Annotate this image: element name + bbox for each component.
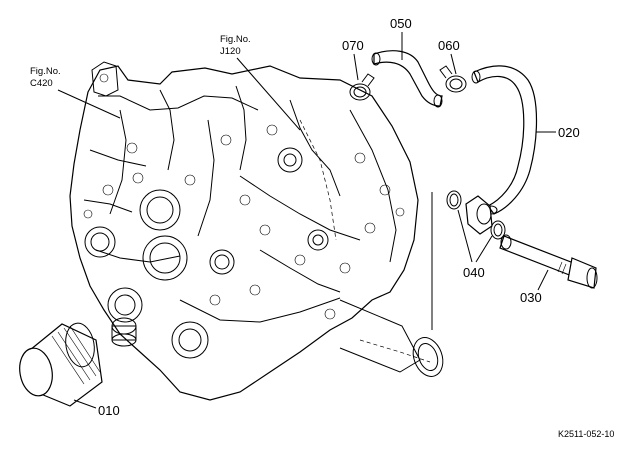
part-label-050: 050 <box>390 16 412 31</box>
part-label-070: 070 <box>342 38 364 53</box>
fig-j120-label-line2: J120 <box>220 46 241 57</box>
oil-filter-010 <box>19 322 103 407</box>
fig-c420-label-line2: C420 <box>30 78 53 89</box>
fig-c420-label-line1: Fig.No. <box>30 66 61 77</box>
filter-adapter <box>111 317 137 347</box>
sleeve-and-o-rings-040 <box>446 190 506 240</box>
part-label-020: 020 <box>558 125 580 140</box>
oil-pipe-020 <box>471 65 538 215</box>
hose-clamp-070 <box>349 73 375 101</box>
fig-j120-label-line1: Fig.No. <box>220 34 251 45</box>
labels: Fig.No. C420 Fig.No. J120 050 070 060 02… <box>30 16 614 439</box>
drawing-code: K2511-052-10 <box>558 429 614 439</box>
part-label-060: 060 <box>438 38 460 53</box>
hose-clamp-060 <box>439 65 467 93</box>
transmission-housing <box>69 61 444 401</box>
hose-050 <box>371 50 443 108</box>
leader-lines <box>57 32 556 409</box>
part-label-040: 040 <box>463 265 485 280</box>
part-label-030: 030 <box>520 290 542 305</box>
part-label-010: 010 <box>98 403 120 418</box>
banjo-bolt-030 <box>499 234 598 289</box>
